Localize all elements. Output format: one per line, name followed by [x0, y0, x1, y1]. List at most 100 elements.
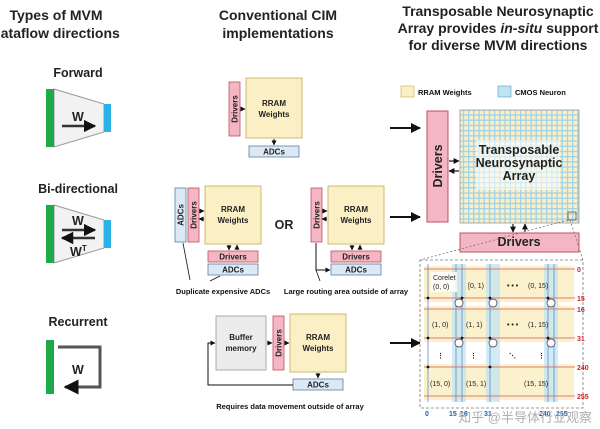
tna-drivers-left-label: Drivers — [431, 144, 445, 187]
conv-bidir-left-rram-line1: RRAM — [221, 205, 245, 214]
conv-bidir-left-drivers-vertical-label: Drivers — [190, 201, 199, 229]
conv-bidir-left-callout-line1 — [182, 242, 191, 281]
conv-bidir-right-adcs — [330, 263, 382, 276]
conv-bidir-right: Drivers RRAM Weights Drivers ADCs — [310, 185, 385, 282]
legend-cmos-label: CMOS Neuron — [515, 88, 566, 97]
wt-base: W — [70, 245, 82, 259]
conv-recurrent-buffer-line1: Buffer — [229, 333, 253, 342]
conv-bidir-left-adcs-vertical — [174, 187, 187, 243]
conv-recurrent-drivers-label: Drivers — [275, 329, 284, 357]
conv-bidir-right-rram-line2: Weights — [341, 216, 373, 225]
cell-0-15: (0, 15) — [528, 283, 548, 290]
conv-recurrent-drivers — [272, 315, 285, 371]
bottom-index-255: 255 — [556, 411, 568, 418]
right-index-240: 240 — [577, 365, 589, 372]
cell-1-0: (1, 0) — [432, 322, 448, 329]
legend-rram-label: RRAM Weights — [418, 88, 472, 97]
bidirectional-wt-symbol: WT — [70, 244, 87, 259]
conv-recurrent-rram — [289, 313, 347, 373]
diagonal-ellipsis: ⋱ — [509, 352, 516, 360]
conv-forward-rram-line2: Weights — [259, 110, 291, 119]
row2-ellipsis: • • • — [507, 322, 519, 329]
conv-bidir-left-rram — [204, 185, 262, 245]
header-col3-line1: Transposable Neurosynaptic — [402, 3, 594, 19]
conv-recurrent: Buffer memory Drivers RRAM Weights ADCs — [207, 313, 347, 391]
right-index-31: 31 — [577, 336, 585, 343]
header-col3-line2-end: support — [542, 20, 598, 36]
right-index-0: 0 — [577, 267, 581, 274]
tna-block: Drivers Transposable Neurosynaptic Array… — [419, 109, 584, 261]
forward-input-bar — [46, 89, 54, 147]
tna-title-line1: Transposable — [479, 143, 560, 157]
forward-funnel: W — [46, 88, 111, 148]
cell-15-1: (15, 1) — [466, 381, 486, 388]
legend: RRAM Weights CMOS Neuron — [400, 85, 566, 98]
forward-output-bar — [104, 104, 111, 132]
bottom-index-15: 15 — [449, 411, 457, 418]
tna-title-backdrop — [476, 140, 560, 190]
bottom-index-0: 0 — [425, 411, 429, 418]
right-index-15: 15 — [577, 296, 585, 303]
conv-forward-adcs — [248, 145, 300, 158]
mode-bidirectional-label: Bi-directional — [38, 182, 118, 196]
conv-bidir-right-drivers-vertical — [310, 187, 323, 243]
forward-w-symbol: W — [72, 110, 84, 124]
conv-bidir-left-adcs-horizontal-label: ADCs — [222, 266, 244, 275]
conv-forward: Drivers RRAM Weights ADCs — [228, 77, 303, 158]
conv-bidir-right-routing-line — [315, 243, 331, 273]
legend-cmos-swatch — [497, 85, 512, 98]
header-col3-line2-em: in-situ — [500, 20, 542, 36]
conv-bidir-left: ADCs Drivers RRAM Weights Drivers ADCs — [174, 185, 262, 282]
conv-forward-drivers-label: Drivers — [231, 95, 240, 123]
tna-zoom-line-right — [569, 219, 584, 261]
conv-bidir-right-rram — [327, 185, 385, 245]
conv-recurrent-adcs-label: ADCs — [307, 381, 329, 390]
conv-bidir-left-adcs-horizontal — [207, 263, 259, 276]
right-index-16: 16 — [577, 307, 585, 314]
caption-data-movement: Requires data movement outside of array — [216, 402, 364, 411]
corelet-label-line1: Corelet — [433, 275, 456, 282]
conv-bidir-left-drivers-horizontal-label: Drivers — [219, 253, 247, 262]
header-col1-line2: dataflow directions — [0, 25, 120, 41]
tna-zoom-source — [567, 211, 577, 221]
bidirectional-w-symbol: W — [72, 214, 84, 228]
tna-title-line3: Array — [503, 169, 536, 183]
conv-bidir-left-callout-line2 — [209, 275, 221, 282]
right-index-255: 255 — [577, 394, 589, 401]
conv-bidir-right-drivers-horizontal — [330, 250, 382, 263]
tna-drivers-bottom-label: Drivers — [497, 235, 540, 249]
col1-vellipsis: ⋮ — [470, 352, 477, 360]
bottom-index-240: 240 — [539, 411, 551, 418]
cell-15-15: (15, 15) — [524, 381, 548, 388]
caption-duplicate-adcs: Duplicate expensive ADCs — [176, 287, 270, 296]
conv-recurrent-feedback-line — [207, 340, 293, 386]
conv-bidir-left-drivers-vertical — [187, 187, 200, 243]
conv-recurrent-buffer — [215, 315, 267, 371]
conv-bidir-right-adcs-label: ADCs — [345, 266, 367, 275]
mode-forward-label: Forward — [53, 66, 102, 80]
bidirectional-output-bar — [104, 220, 111, 248]
mode-recurrent-label: Recurrent — [48, 315, 108, 329]
conv-bidir-right-callout-line — [315, 269, 321, 282]
caption-routing-area: Large routing area outside of array — [284, 287, 409, 296]
tna-drivers-left — [426, 110, 449, 223]
cell-1-15: (1, 15) — [528, 322, 548, 329]
bidirectional-input-bar — [46, 205, 54, 263]
legend-rram-swatch — [400, 85, 415, 98]
header-col2-line2: implementations — [222, 25, 333, 41]
cell-15-0: (15, 0) — [430, 381, 450, 388]
tna-drivers-bottom — [459, 232, 580, 253]
bottom-index-16: 16 — [460, 411, 468, 418]
row1-ellipsis: • • • — [507, 283, 519, 290]
cell-0-1: [0, 1) — [468, 283, 484, 290]
conv-recurrent-rram-line1: RRAM — [306, 333, 330, 342]
conv-forward-drivers — [228, 81, 241, 137]
recurrent-diagram: W — [46, 340, 102, 395]
bidirectional-funnel: W WT — [46, 204, 111, 264]
corelet-label-line2: (0, 0) — [433, 284, 449, 291]
header-col3-line3: for diverse MVM directions — [409, 37, 588, 53]
watermark: 知乎 @半导体行业观察 — [458, 410, 592, 425]
conv-recurrent-rram-line2: Weights — [303, 344, 335, 353]
conv-bidir-left-drivers-horizontal — [207, 250, 259, 263]
